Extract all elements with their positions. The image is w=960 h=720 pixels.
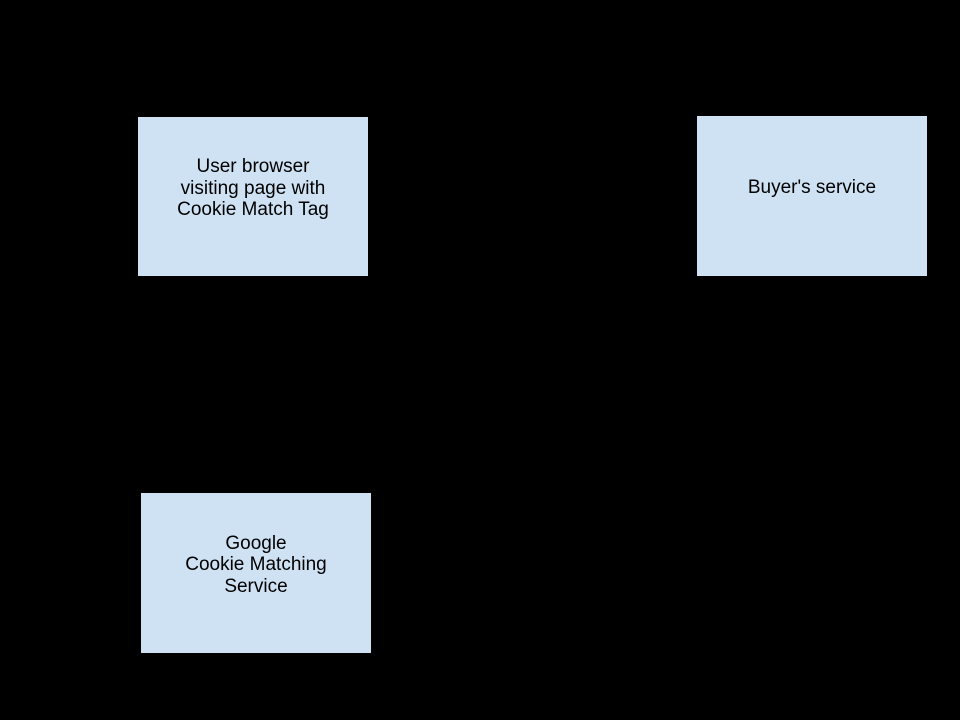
node-user-browser: User browser visiting page with Cookie M… [137,116,369,277]
node-buyers-service-label: Buyer's service [747,177,877,199]
node-google-cookie-matching-service: Google Cookie Matching Service [140,492,372,654]
node-buyers-service: Buyer's service [696,115,928,277]
node-user-browser-label: User browser visiting page with Cookie M… [177,156,329,221]
node-google-cookie-matching-service-label: Google Cookie Matching Service [185,532,327,597]
